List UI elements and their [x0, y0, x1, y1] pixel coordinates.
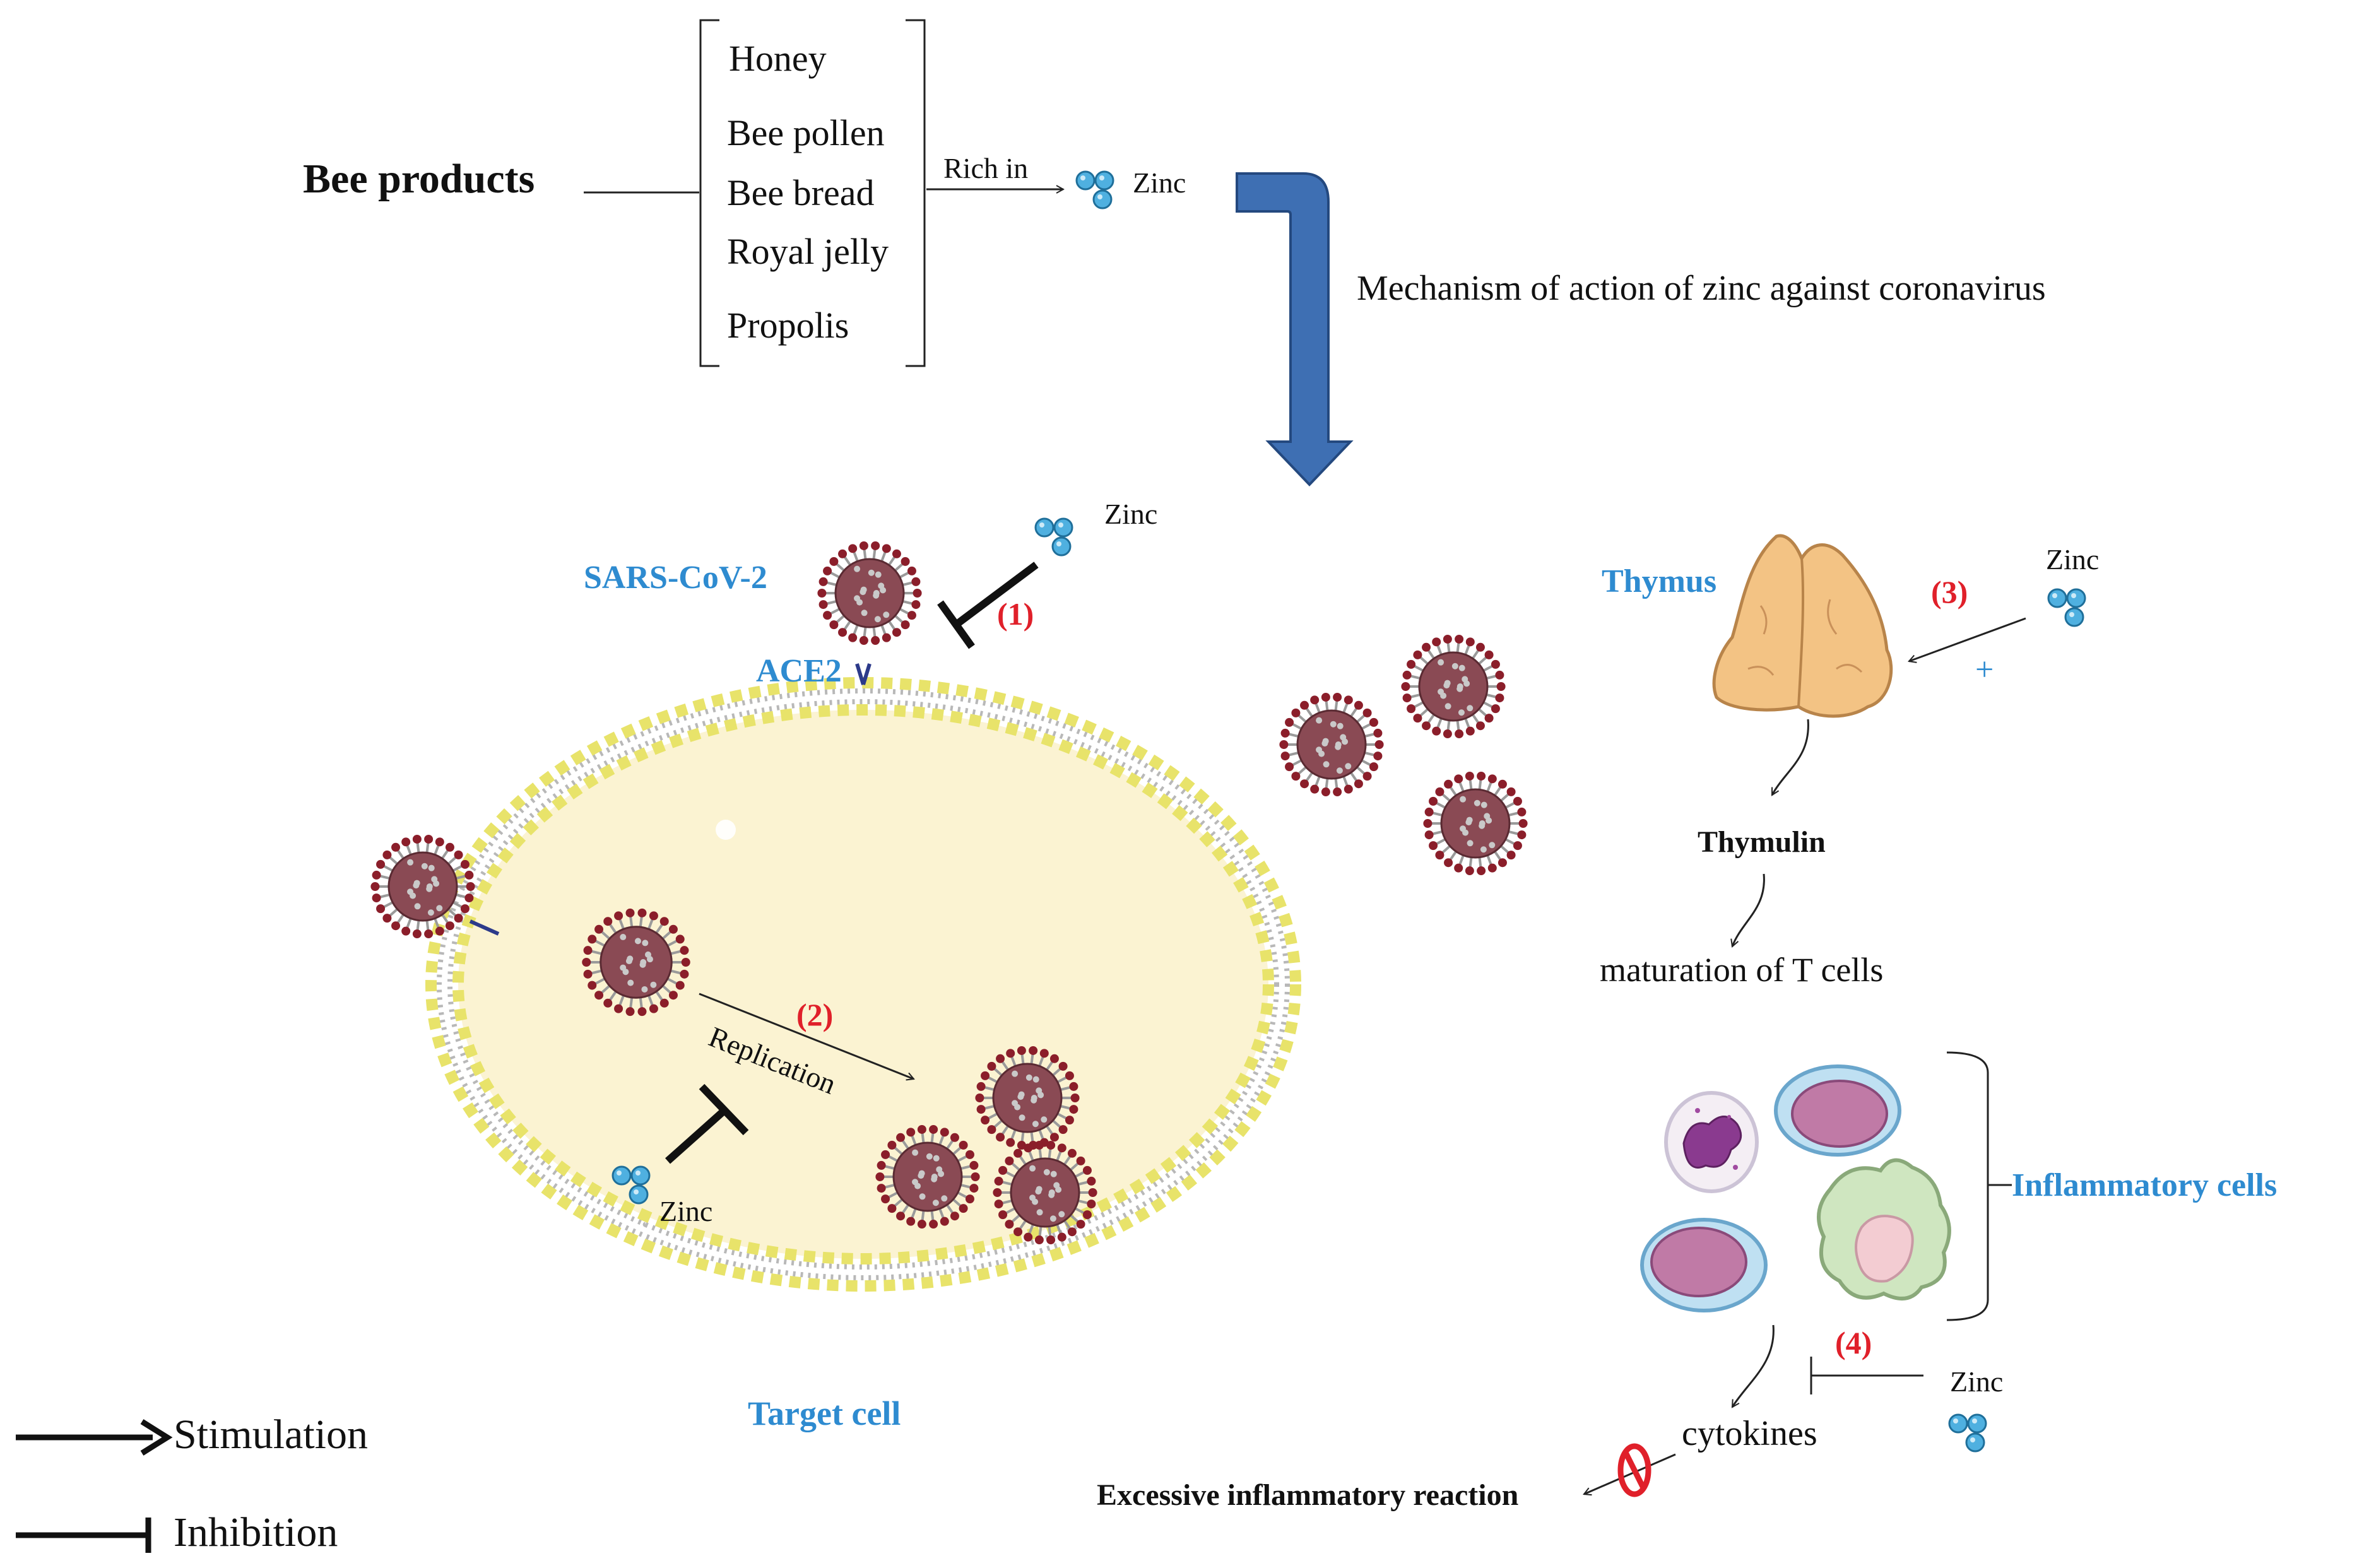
- virus-icon: [370, 834, 475, 939]
- virus-icon: [1279, 692, 1384, 797]
- zinc-label-cytokines: Zinc: [1950, 1365, 2003, 1398]
- legend-stimulation-arrowhead: [140, 1419, 173, 1456]
- mechanism-title: Mechanism of action of zinc against coro…: [1357, 269, 2046, 308]
- product-item-bee-bread: Bee bread: [727, 172, 874, 213]
- virus-icon: [582, 908, 690, 1017]
- virus-icon: [1401, 634, 1506, 739]
- zinc-label-top: Zinc: [1133, 167, 1186, 199]
- legend-inhibition-label: Inhibition: [174, 1509, 338, 1555]
- cytokines-to-inflammation-arrow: [1584, 1453, 1676, 1494]
- macrophage-icon: [1817, 1158, 1951, 1300]
- neutrophil-icon: [1664, 1091, 1759, 1193]
- step-2-label: (2): [796, 997, 833, 1032]
- cytokines-label: cytokines: [1682, 1414, 1817, 1453]
- cell-highlight: [716, 820, 736, 840]
- inhibition-line-2: [665, 1106, 728, 1164]
- lymphocyte-icon-top: [1774, 1064, 1901, 1157]
- product-item-propolis: Propolis: [727, 305, 849, 346]
- thymus-icon: [1712, 534, 1893, 718]
- t-cell-maturation-label: maturation of T cells: [1600, 951, 1883, 989]
- right-bracket: [906, 19, 926, 367]
- replication-arrow: [699, 993, 914, 1079]
- step-4-label: (4): [1835, 1325, 1872, 1360]
- virus-icon: [875, 1124, 980, 1229]
- thymus-label: Thymus: [1602, 563, 1716, 599]
- inflammatory-cells-label: Inflammatory cells: [2012, 1167, 2277, 1203]
- inhibition-bar-1: [937, 600, 975, 649]
- virus-layer: [370, 541, 1528, 1245]
- plus-sign: +: [1975, 652, 1994, 688]
- product-item-honey: Honey: [729, 38, 827, 79]
- cell-interior: [467, 719, 1260, 1250]
- thymus-to-thymulin-arrow: [1771, 719, 1809, 795]
- legend: Stimulation Inhibition: [16, 1412, 368, 1555]
- virus-icon: [817, 541, 922, 645]
- target-cell: [425, 677, 1301, 1292]
- thymulin-label: Thymulin: [1698, 825, 1826, 859]
- lymphocyte-icon-bottom: [1640, 1218, 1768, 1312]
- ace2-receptor-top: [855, 663, 871, 685]
- block-icon: [1617, 1443, 1651, 1497]
- zinc-label-replication: Zinc: [659, 1195, 712, 1227]
- excessive-inflammation-label: Excessive inflammatory reaction: [1097, 1478, 1518, 1512]
- inhibition-bar-2: [699, 1083, 749, 1136]
- membrane-outer-tails: [437, 688, 1290, 1280]
- cells-to-cytokines-arrow: [1731, 1324, 1775, 1407]
- product-item-royal-jelly: Royal jelly: [727, 231, 889, 272]
- thymus-stimulation-arrow: [1909, 617, 2026, 661]
- bee-products-group: Bee products Honey Bee pollen Bee bread …: [303, 19, 1186, 367]
- thymulin-to-t-cells-arrow: [1732, 873, 1765, 946]
- inhibition-line-1: [954, 562, 1039, 628]
- left-bracket: [699, 19, 719, 367]
- inflammatory-bracket: [1946, 1051, 1989, 1321]
- inflammatory-cells-cluster: [1640, 1064, 1951, 1312]
- virus-icon: [993, 1140, 1097, 1245]
- zinc-ions-icon: [1075, 170, 1114, 209]
- virus-icon: [1423, 771, 1528, 876]
- sars-cov-2-label: SARS-CoV-2: [584, 560, 767, 596]
- virus-icon: [975, 1046, 1080, 1150]
- membrane-inner-tails: [447, 699, 1279, 1270]
- bee-products-label: Bee products: [303, 156, 535, 202]
- step-3-label: (3): [1931, 574, 1968, 610]
- rich-in-label: Rich in: [943, 152, 1028, 184]
- zinc-ions-icon: [1034, 517, 1073, 557]
- target-cell-label: Target cell: [748, 1394, 901, 1432]
- ace2-label: ACE2: [756, 653, 842, 689]
- zinc-ions-icon: [2047, 588, 2086, 627]
- step-1-label: (1): [997, 596, 1034, 632]
- zinc-label-entry: Zinc: [1104, 498, 1157, 530]
- ace2-receptor-left: [469, 919, 500, 936]
- legend-stimulation-label: Stimulation: [174, 1412, 368, 1458]
- zinc-label-thymus: Zinc: [2046, 543, 2099, 575]
- product-item-bee-pollen: Bee pollen: [727, 112, 885, 153]
- zinc-ions-icon: [1948, 1413, 1987, 1453]
- big-down-arrow-icon: [1236, 172, 1354, 486]
